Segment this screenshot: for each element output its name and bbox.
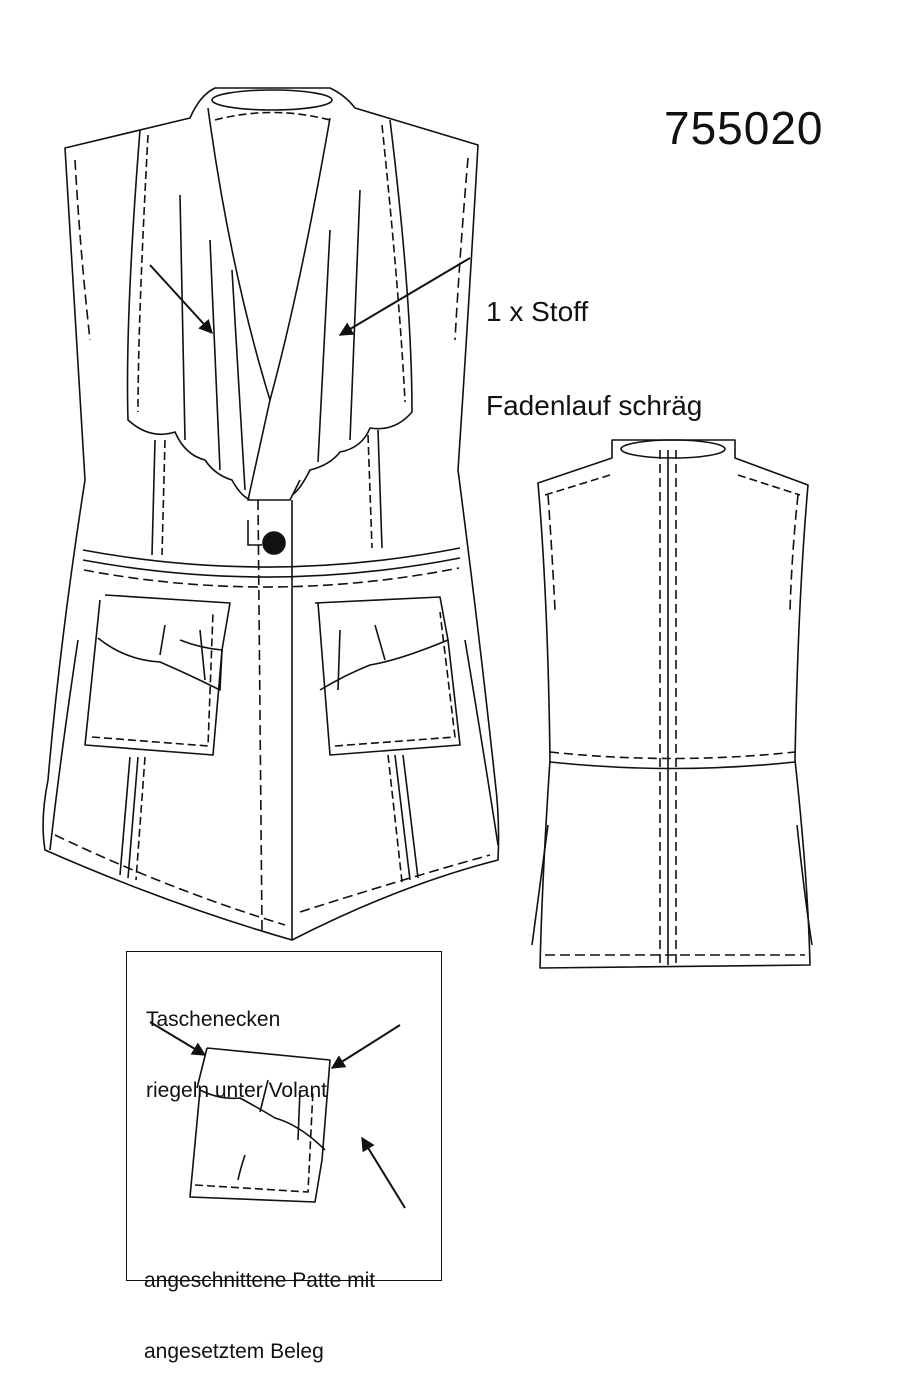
flap-note-line1: angeschnittene Patte mit [144, 1269, 376, 1293]
fabric-note-line2: Fadenlauf schräg [486, 389, 703, 421]
right-pocket [314, 596, 461, 756]
pocket-corners-note-line1: Taschenecken [146, 1008, 281, 1032]
fabric-note-line1: 1 x Stoff [486, 295, 589, 327]
model-number: 755020 [664, 102, 824, 154]
front-view [42, 87, 500, 941]
front-outline [42, 87, 500, 941]
right-ruffle [291, 119, 413, 496]
back-view [531, 439, 813, 969]
left-ruffle [126, 129, 251, 501]
detail-box [126, 951, 442, 1281]
pocket-corners-note: Taschenecken riegeln unter Volant [146, 961, 327, 1126]
fabric-note: 1 x Stoff Fadenlauf schräg [486, 233, 702, 453]
button-icon [262, 531, 286, 555]
back-outline [537, 439, 811, 969]
back-waist-seam [549, 761, 796, 770]
left-pocket [84, 594, 231, 756]
flap-note: angeschnittene Patte mit angesetztem Bel… [144, 1222, 375, 1387]
pocket-corners-note-line2: riegeln unter Volant [146, 1078, 327, 1102]
flap-note-line2: angesetztem Beleg [144, 1339, 324, 1363]
technical-drawing [42, 87, 813, 1209]
pocket-detail [149, 1021, 406, 1209]
